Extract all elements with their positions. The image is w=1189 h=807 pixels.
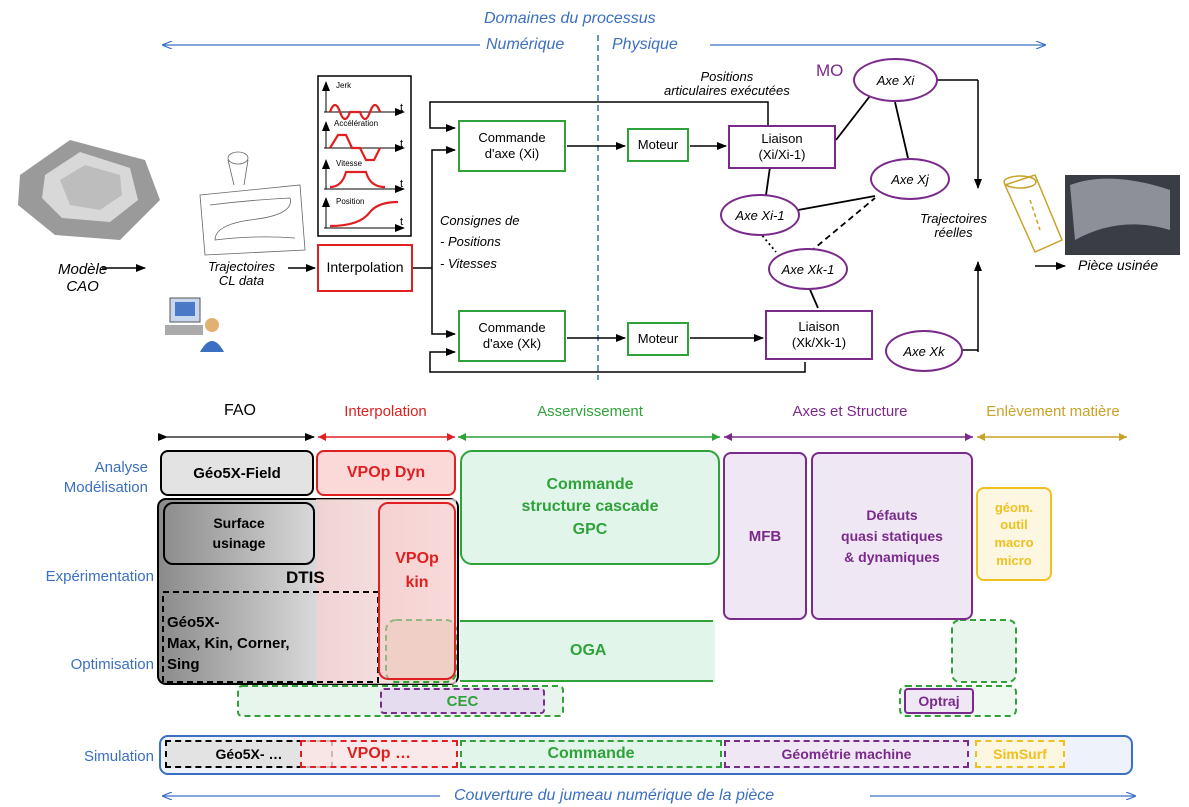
computer-user-icon [165,297,224,352]
machined-part-highlight [1070,178,1170,240]
t-axis-3: t [400,178,404,190]
sim-commande: Commande [460,740,722,768]
defauts-panel: Défauts quasi statiques & dynamiques [811,452,973,620]
jerk-label: Jerk [336,81,352,90]
moteur-i-box: Moteur [627,128,689,162]
trajectoires-reelles-label: Trajectoires réelles [920,211,987,241]
liaison-i-box: Liaison (Xi/Xi-1) [728,125,836,169]
acceleration-curve [329,133,381,162]
header-asservissement: Asservissement [537,403,643,420]
mo-label: MO [816,61,844,80]
positions-executees-label: Positions articulaires exécutées [664,69,790,99]
commande-axe-k-box: Commande d'axe (Xk) [458,310,566,362]
row-experimentation: Expérimentation [45,568,154,585]
oga-band [460,620,715,682]
header-interpolation: Interpolation [344,403,427,420]
row-simulation: Simulation [83,748,154,765]
domain-title: Domaines du processus [484,10,656,27]
vitesse-curve [329,170,386,189]
oga-label: OGA [570,642,607,659]
modele-cao-label: Modèle CAO [58,261,108,295]
vitesse-label: Vitesse [336,159,363,168]
physique-label: Physique [612,36,678,53]
commande-gpc-panel: Commande structure cascade GPC [460,450,720,565]
piece-usinee-label: Pièce usinée [1078,257,1159,273]
row-analyse: Analyse Modélisation [63,459,148,496]
numerique-label: Numérique [486,36,565,53]
sim-vpop: VPOp … [300,740,458,768]
jerk-curve [328,103,382,121]
kinematic-links [755,95,909,309]
footer-arrow [0,785,1189,807]
t-axis-1: t [400,102,404,114]
axe-xi-node: Axe Xi [853,58,938,102]
footer-label: Couverture du jumeau numérique de la piè… [454,787,775,804]
dtis-label: DTIS [286,568,325,587]
t-axis-2: t [400,138,404,150]
interpolation-box: Interpolation [317,244,413,292]
cec-panel: CEC [380,688,545,714]
axe-xk1-node: Axe Xk-1 [768,248,848,290]
header-enlevement: Enlèvement matière [986,403,1120,420]
trajectoires-cl-label: Trajectoires CL data [208,259,275,289]
consignes-label: Consignes de - Positions - Vitesses [440,213,520,271]
geom-outil-panel: géom. outil macro micro [976,487,1052,581]
moteur-k-box: Moteur [627,322,689,356]
surface-usinage-panel: Surface usinage [163,502,315,565]
toolpath-sketch-image [199,151,306,256]
sim-geometrie: Géométrie machine [724,740,969,768]
tool-icon [1003,174,1063,253]
vpop-kin-panel: VPOp kin [378,502,456,680]
position-label: Position [336,197,365,206]
axe-xk-node: Axe Xk [885,330,963,372]
axe-xj-node: Axe Xj [870,158,950,200]
geo5x-max-label: Géo5X- Max, Kin, Corner, Sing [167,614,290,673]
cad-part-image [18,140,160,240]
acceleration-label: Accélération [334,119,379,128]
axe-xi1-node: Axe Xi-1 [720,194,800,236]
row-optimisation: Optimisation [70,656,154,673]
geo5x-field-panel: Géo5X-Field [160,450,314,496]
header-axes: Axes et Structure [792,403,908,420]
commande-axe-i-box: Commande d'axe (Xi) [458,120,566,172]
mfb-panel: MFB [723,452,807,620]
position-curve [329,200,399,228]
t-axis-4: t [400,216,404,228]
sim-simsurf: SimSurf [975,740,1065,768]
liaison-k-box: Liaison (Xk/Xk-1) [765,310,873,360]
optraj-panel: Optraj [904,688,974,714]
header-fao: FAO [223,402,256,419]
vpop-dyn-panel: VPOp Dyn [316,450,456,496]
